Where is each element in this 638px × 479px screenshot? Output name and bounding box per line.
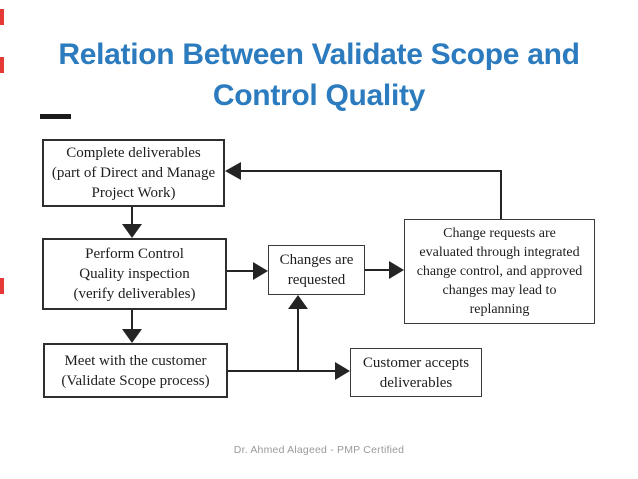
footer-credit: Dr. Ahmed Alageed - PMP Certified [233,444,405,456]
box-text-line: (part of Direct and Manage [51,165,216,181]
connector-perform-to-changes [227,270,254,272]
box-text-line: Project Work) [91,185,176,201]
page-title: Relation Between Validate Scope and Cont… [0,34,638,116]
box-text-line: requested [287,272,346,288]
arrowhead-right-icon [335,362,350,380]
connector-changes-to-evaluated [365,269,390,271]
box-text-line: Change requests are [443,226,556,241]
arrowhead-right-icon [389,261,404,279]
flowchart-box-customer-accepts: Customer accepts deliverables [350,348,482,397]
page-title-line1: Relation Between Validate Scope and [58,38,580,72]
flowchart-box-perform-control-quality: Perform Control Quality inspection (veri… [42,238,227,310]
left-edge-mark [0,57,4,73]
box-text-line: change control, and approved [416,264,583,279]
box-text-line: Perform Control [85,246,184,262]
box-text-line: Quality inspection [79,266,190,282]
title-dash-accent [40,114,71,119]
connector-evaluated-feedback-vertical [500,171,502,219]
box-text-line: changes may lead to [442,283,557,298]
page-title-line2: Control Quality [212,79,426,113]
flowchart-box-changes-requested: Changes are requested [268,245,365,295]
connector-complete-to-perform [131,207,133,225]
connector-evaluated-feedback-horizontal [240,170,502,172]
box-text-line: (verify deliverables) [73,286,196,302]
flowchart-box-meet-with-customer: Meet with the customer (Validate Scope p… [43,343,228,398]
arrowhead-left-icon [225,162,241,180]
arrowhead-down-icon [122,329,142,343]
arrowhead-up-icon [288,295,308,309]
box-text-line: Meet with the customer [64,352,207,369]
box-text-line: deliverables [379,374,453,391]
connector-meet-to-changes-vertical [297,308,299,372]
flowchart-box-complete-deliverables: Complete deliverables (part of Direct an… [42,139,225,207]
box-text-line: Customer accepts [362,354,470,371]
connector-meet-to-customer [228,370,336,372]
box-text-line: evaluated through integrated [419,245,580,260]
left-edge-mark [0,9,4,25]
box-text-line: Changes are [279,252,354,268]
box-text-line: (Validate Scope process) [61,372,210,389]
left-edge-mark [0,278,4,294]
connector-perform-to-meet [131,310,133,330]
box-text-line: replanning [469,302,530,317]
flowchart-box-change-requests-evaluated: Change requests are evaluated through in… [404,219,595,324]
box-text-line: Complete deliverables [66,145,201,161]
arrowhead-down-icon [122,224,142,238]
arrowhead-right-icon [253,262,268,280]
